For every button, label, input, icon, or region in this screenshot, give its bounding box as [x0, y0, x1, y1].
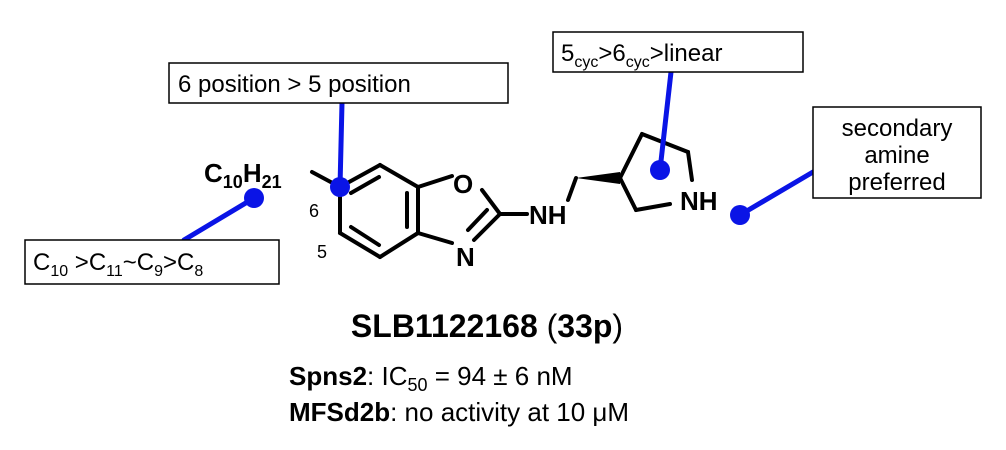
- atom-labels: C10H21 O N NH NH: [204, 158, 718, 272]
- bond: [378, 163, 420, 189]
- annotation-frame: [24, 239, 280, 285]
- wedge-bond: [576, 172, 620, 184]
- nitrogen-atom: N: [456, 242, 475, 272]
- bond: [686, 150, 694, 182]
- bond: [634, 202, 672, 212]
- bond: [466, 208, 489, 232]
- annotation-amine-line3: preferred: [848, 169, 945, 196]
- bond: [416, 174, 454, 189]
- pointer-line: [337, 100, 345, 190]
- bond: [480, 188, 502, 216]
- bond: [472, 212, 502, 242]
- pointer-line: [657, 69, 674, 173]
- ring-nh-atom: NH: [680, 186, 718, 216]
- annotation-chain-text: C10 >C11~C9>C8: [33, 249, 203, 280]
- linker-nh-atom: NH: [529, 200, 567, 230]
- bond: [349, 225, 381, 247]
- pointer-line: [181, 195, 257, 243]
- annotation-pointers: [181, 69, 816, 243]
- mfsd2b-activity: MFSd2b: no activity at 10 μM: [289, 397, 629, 427]
- bond: [618, 132, 644, 180]
- pointer-dot: [330, 177, 350, 197]
- pointer-dot: [730, 205, 750, 225]
- annotation-frame: [552, 31, 804, 73]
- pointer-dot: [244, 188, 264, 208]
- annotation-box-position: 6 position > 5 position: [168, 62, 509, 104]
- compound-title: SLB1122168 (33p): [351, 308, 623, 344]
- alkyl-chain-label: C10H21: [204, 158, 282, 192]
- annotation-frame: [812, 106, 982, 199]
- bond: [618, 176, 638, 212]
- annotation-box-ring: 5cyc>6cyc>linear: [552, 31, 804, 73]
- pointer-dot: [650, 160, 670, 180]
- annotation-amine-line1: secondary: [842, 115, 953, 142]
- bond: [416, 231, 454, 245]
- bond: [566, 176, 578, 202]
- spns2-activity: Spns2: IC50 = 94 ± 6 nM: [289, 361, 573, 395]
- bond: [378, 231, 420, 259]
- annotation-ring-text: 5cyc>6cyc>linear: [561, 40, 722, 71]
- pointer-line: [737, 169, 816, 218]
- annotation-frame: [168, 62, 509, 104]
- oxygen-atom: O: [453, 169, 473, 199]
- position-6-label: 6: [309, 201, 319, 221]
- annotation-position-text: 6 position > 5 position: [178, 71, 411, 98]
- bond: [338, 231, 382, 259]
- position-5-label: 5: [317, 242, 327, 262]
- annotation-amine-line2: amine: [864, 142, 929, 169]
- structure-bonds: [310, 132, 694, 259]
- annotation-box-amine: secondary amine preferred: [812, 106, 982, 199]
- bond: [349, 175, 381, 195]
- annotation-box-chain: C10 >C11~C9>C8: [24, 239, 280, 285]
